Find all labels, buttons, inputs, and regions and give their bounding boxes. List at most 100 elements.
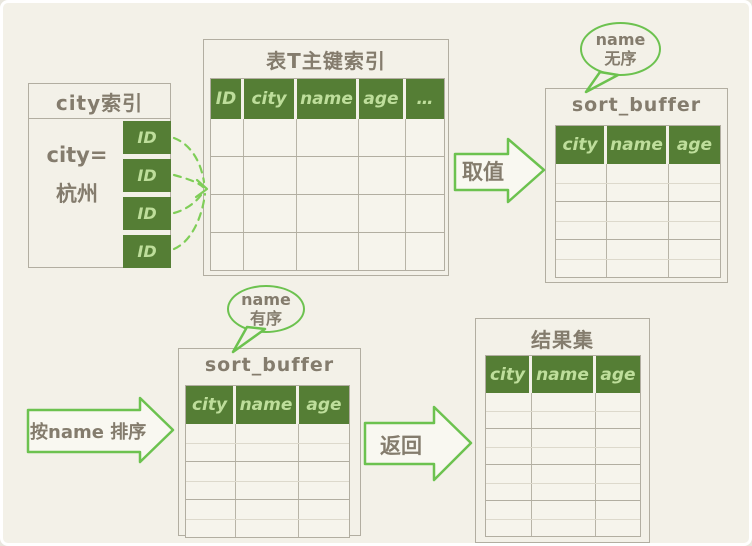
city-filter-label: city= 杭州 [35, 136, 119, 214]
table-cell [244, 233, 297, 270]
table-cell [607, 202, 669, 239]
table-cell [359, 195, 406, 232]
primary-index-title: 表T主键索引 [266, 49, 386, 73]
table-cell [556, 240, 607, 277]
result-set-title: 结果集 [531, 328, 594, 352]
table-cell [406, 195, 444, 232]
bubble-bottom-line2: 有序 [249, 309, 282, 328]
bubble-top-line1: name [595, 29, 646, 49]
table-cell [556, 164, 607, 201]
table-row [186, 461, 349, 499]
table-cell [297, 119, 359, 156]
dashed-link-line-4 [172, 192, 207, 251]
table-cell [211, 157, 244, 194]
table-cell [186, 462, 236, 499]
table-cell [532, 429, 596, 464]
column-header: city [556, 126, 607, 164]
dashed-link-line-2 [172, 173, 205, 189]
table-cell [532, 465, 596, 500]
table-cell [244, 157, 297, 194]
column-header: name [297, 79, 359, 119]
bubble-name-unsorted: name 无序 [580, 22, 661, 76]
table-row [556, 239, 720, 277]
column-header: age [596, 356, 640, 393]
table-cell [186, 424, 236, 461]
table-row [486, 428, 640, 464]
table-cell [299, 424, 349, 461]
table-cell [211, 195, 244, 232]
table-cell [556, 202, 607, 239]
sort-buffer-bottom-title: sort_buffer [204, 354, 335, 376]
table-cell [607, 240, 669, 277]
column-header: … [406, 79, 444, 119]
table-cell [486, 393, 532, 428]
table-cell [297, 157, 359, 194]
column-header: age [359, 79, 406, 119]
primary-index-body [211, 119, 444, 270]
city-index-title: city索引 [29, 84, 170, 119]
table-row [211, 156, 444, 194]
return-arrow-label: 返回 [380, 434, 422, 458]
dashed-link-line-1 [172, 136, 206, 184]
column-header: age [299, 386, 349, 424]
table-cell [186, 500, 236, 537]
table-cell [244, 195, 297, 232]
table-cell [669, 202, 720, 239]
table-cell [297, 195, 359, 232]
table-cell [406, 119, 444, 156]
sort-buffer-top-body [556, 164, 720, 277]
table-cell [607, 164, 669, 201]
table-cell [236, 462, 299, 499]
table-cell [299, 462, 349, 499]
table-row [556, 201, 720, 239]
table-cell [406, 233, 444, 270]
city-filter-line2: 杭州 [56, 181, 98, 206]
table-cell [486, 501, 532, 536]
table-row [211, 194, 444, 232]
table-cell [669, 164, 720, 201]
id-cell: ID [123, 235, 171, 268]
bubble-bottom-line1: name [241, 289, 291, 309]
column-header: name [236, 386, 299, 424]
table-cell [359, 119, 406, 156]
id-cell: ID [123, 121, 171, 154]
table-row [486, 464, 640, 500]
table-row [211, 119, 444, 156]
column-header: age [669, 126, 720, 164]
column-header: city [186, 386, 236, 424]
bubble-name-sorted: name 有序 [227, 285, 305, 333]
table-cell [359, 233, 406, 270]
sort-arrow-label: 按name 排序 [30, 422, 147, 443]
table-cell [211, 119, 244, 156]
table-cell [596, 429, 640, 464]
table-cell [244, 119, 297, 156]
table-row [211, 232, 444, 270]
column-header: city [244, 79, 297, 119]
table-row [186, 499, 349, 537]
table-cell [359, 157, 406, 194]
id-cell: ID [123, 159, 171, 192]
table-cell [211, 233, 244, 270]
table-cell [532, 393, 596, 428]
column-header: city [486, 356, 532, 393]
table-row [486, 500, 640, 536]
city-filter-line1: city= [46, 143, 108, 167]
result-set-body [486, 393, 640, 536]
table-cell [299, 500, 349, 537]
sort-buffer-top-title: sort_buffer [571, 94, 702, 116]
table-cell [596, 465, 640, 500]
table-cell [236, 424, 299, 461]
table-cell [596, 393, 640, 428]
